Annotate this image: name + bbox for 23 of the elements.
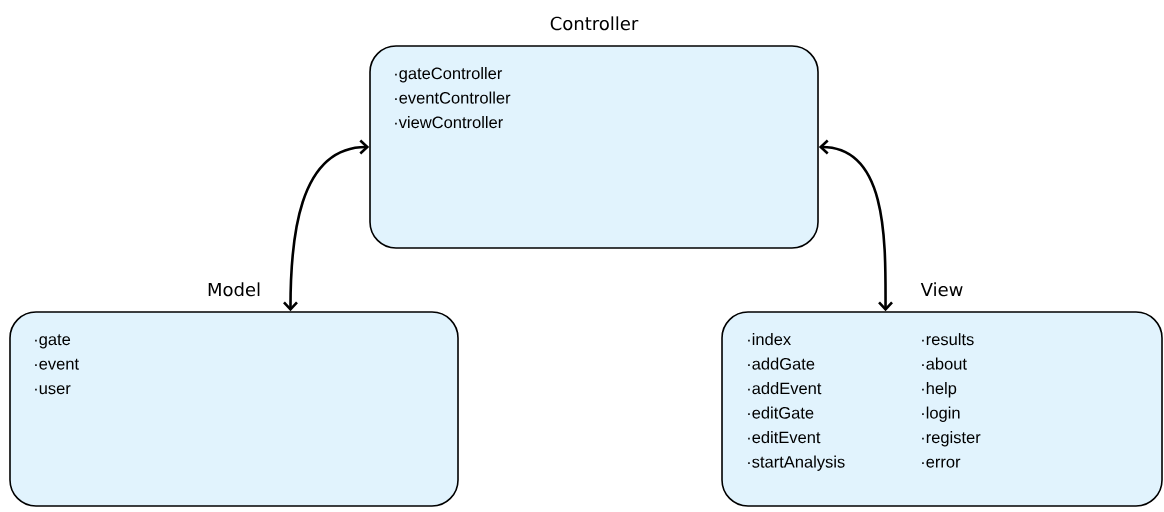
list-item: ·addEvent (748, 382, 822, 395)
list-item: ·startAnalysis (748, 455, 845, 471)
list-item: ·help (922, 382, 957, 398)
box-heading: Model (208, 282, 260, 297)
list-item: ·user (35, 385, 71, 395)
list-item: ·error (922, 458, 961, 468)
box-heading: Controller (550, 16, 639, 31)
list-item: ·results (922, 333, 974, 346)
curved-arrow (283, 139, 370, 312)
list-item: ·gate (35, 334, 71, 349)
list-item: ·index (748, 333, 791, 346)
list-item: ·editEvent (748, 431, 821, 444)
list-item: ·event (35, 358, 79, 370)
list-item: ·eventController (395, 91, 511, 104)
list-item: ·about (922, 357, 967, 370)
list-item: ·login (922, 406, 960, 422)
curved-arrow (818, 139, 893, 312)
list-item: ·viewController (395, 116, 503, 129)
list-item: ·addGate (748, 357, 815, 370)
box-heading: View (920, 282, 963, 297)
list-item: ·gateController (395, 67, 503, 83)
list-item: ·register (922, 431, 981, 447)
list-item: ·editGate (748, 406, 814, 419)
